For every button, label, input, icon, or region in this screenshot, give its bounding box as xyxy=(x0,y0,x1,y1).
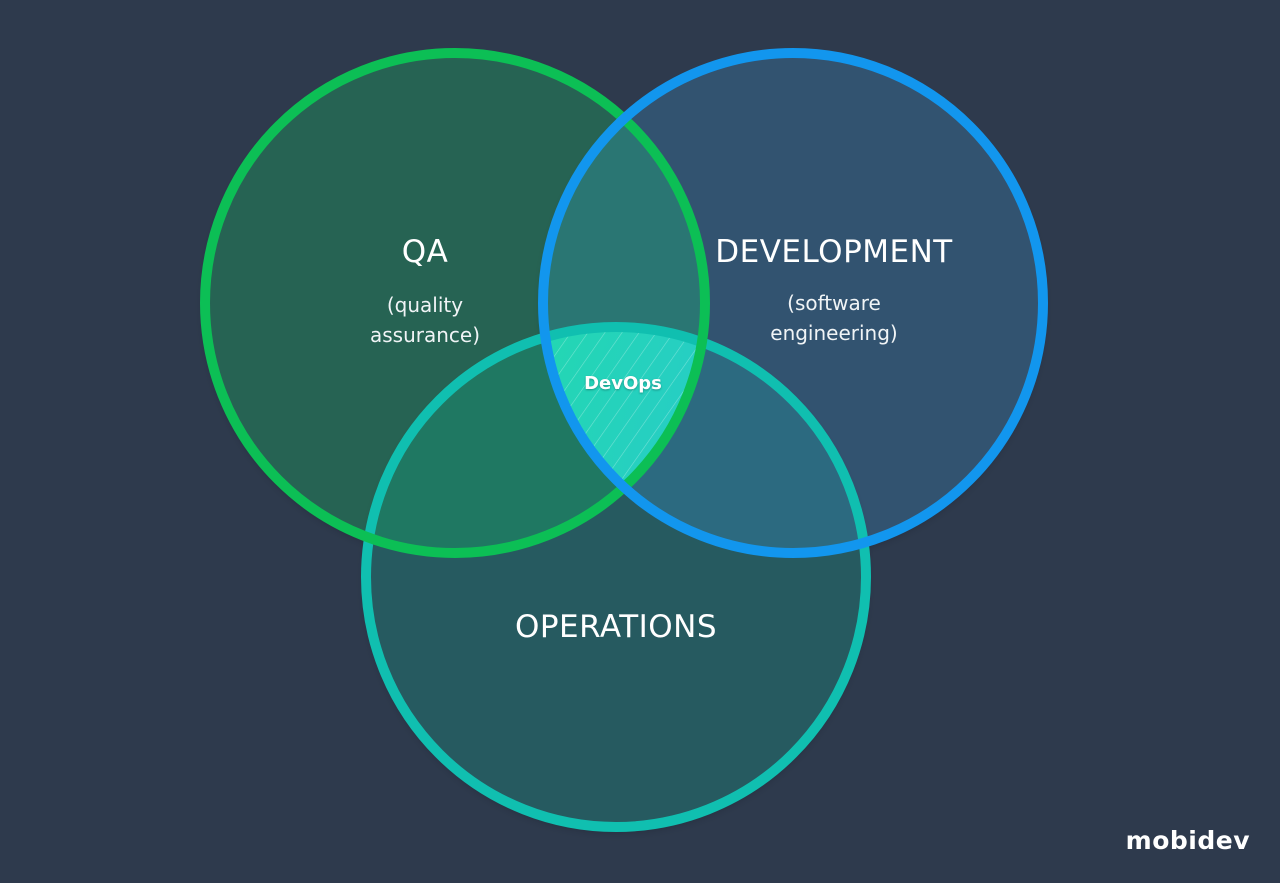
operations-circle-outline xyxy=(361,322,871,832)
development-title: DEVELOPMENT xyxy=(715,234,953,270)
devops-label: DevOps xyxy=(584,373,662,394)
qa-subtitle-line: (quality xyxy=(386,293,464,317)
qa-circle-outline xyxy=(200,48,710,558)
qa-title: QA xyxy=(401,234,449,270)
mobidev-logo: mobidev xyxy=(1125,826,1250,855)
development-subtitle-line: engineering) xyxy=(770,321,898,345)
development-subtitle: (software engineering) xyxy=(770,288,897,348)
operations-title: OPERATIONS xyxy=(514,609,718,645)
qa-subtitle: (quality assurance) xyxy=(370,290,480,350)
development-subtitle-line: (software xyxy=(787,291,881,315)
dev-ops-overlap xyxy=(543,327,866,553)
qa-ops-overlap xyxy=(366,327,705,553)
development-circle-outline xyxy=(538,48,1048,558)
qa-subtitle-line: assurance) xyxy=(369,323,481,347)
